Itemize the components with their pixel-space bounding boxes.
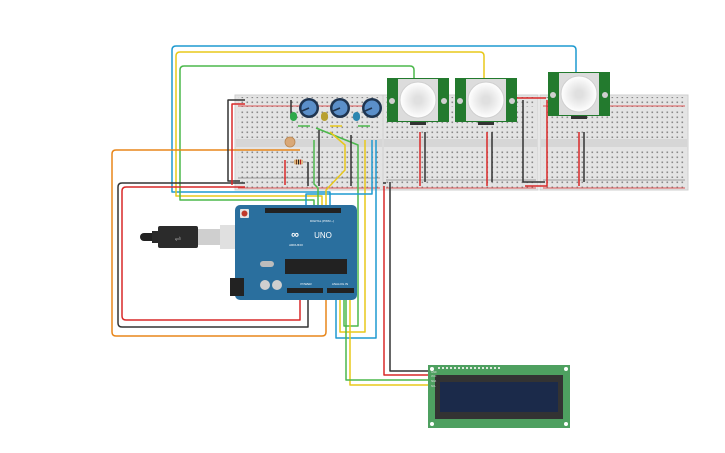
arduino-uno[interactable]: ∞ UNO ARDUINO DIGITAL (PWM ~) POWER ANAL… [230, 205, 357, 300]
power-header-label: POWER [300, 282, 312, 286]
wire-red-rail-left [231, 103, 245, 185]
arduino-brand-label: ARDUINO [289, 243, 304, 247]
potentiometer-1[interactable] [299, 98, 319, 118]
photoresistor [284, 136, 296, 148]
lcd-pin-vcc: VCC [431, 375, 436, 378]
potentiometer-2[interactable] [330, 98, 350, 118]
wire-blue-d1 [305, 140, 373, 210]
led-blue [353, 112, 360, 121]
wire-green-pir1 [179, 65, 415, 210]
wire-red-5v [121, 186, 301, 321]
infinity-logo-icon: ∞ [291, 229, 299, 241]
wire-blue-pir3 [171, 45, 577, 210]
wire-yellow-pot2-a [339, 140, 366, 333]
pir-sensor-2 [455, 78, 517, 125]
wire-black-gnd [117, 182, 309, 328]
wire-yellow-pir2 [175, 51, 485, 210]
wire-yellow-lcd-scl [349, 300, 428, 386]
wire-blue-pot3-a [335, 140, 377, 339]
wire-black-rail-left [227, 99, 245, 182]
usb-icon: ⇌ [175, 234, 182, 243]
lcd-pin-gnd: GND [431, 371, 437, 374]
analog-header-label: ANALOG IN [332, 282, 348, 286]
lcd-pin-scl: SCL [431, 385, 436, 388]
wire-orange-ldr [111, 149, 327, 337]
pir-sensor-1 [387, 78, 449, 125]
resistor [290, 159, 306, 165]
wire-green-d3 [313, 140, 319, 210]
lcd-16x2: GND VCC SDA SCL [428, 365, 570, 428]
led-green [290, 112, 297, 121]
potentiometer-3[interactable] [362, 98, 382, 118]
lcd-pin-sda: SDA [431, 380, 436, 383]
arduino-model-label: UNO [314, 231, 332, 240]
digital-header-label: DIGITAL (PWM ~) [310, 219, 334, 223]
breadboard-3 [539, 94, 689, 191]
usb-cable: ⇌ [140, 225, 246, 249]
wire-green-lcd-sda [345, 300, 428, 381]
wire-yellow-d2 [325, 131, 346, 210]
wire-red-lcd-vcc [383, 186, 428, 376]
led-yellow [321, 112, 328, 121]
wire-green-pot1-a [315, 127, 359, 327]
pir-sensor-3 [548, 72, 610, 119]
wires [111, 45, 585, 386]
wire-black-lcd-gnd [389, 182, 428, 372]
